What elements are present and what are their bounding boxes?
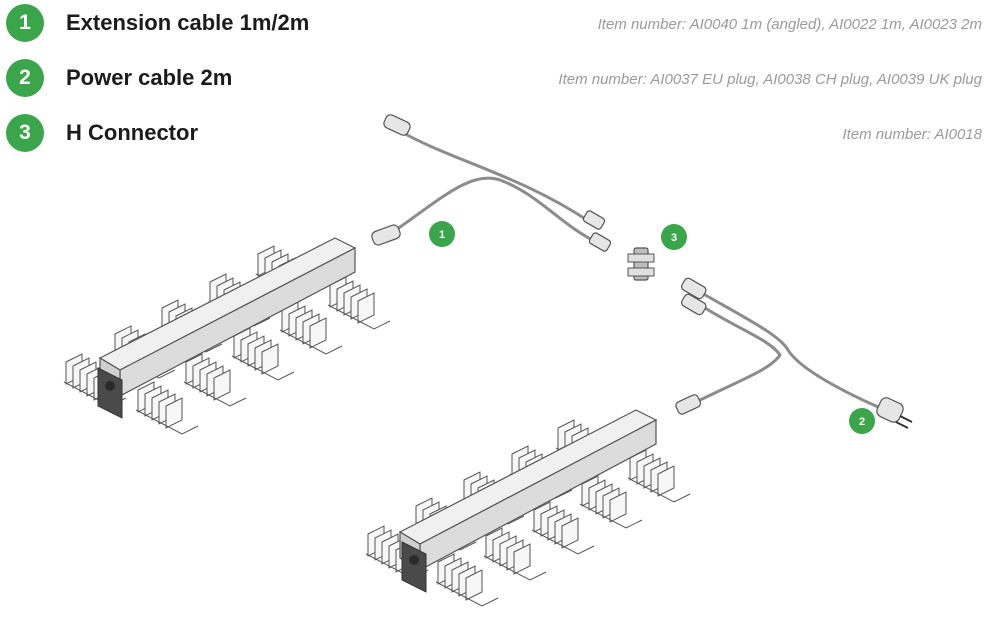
power-cable-end-left xyxy=(675,394,702,415)
light-bar-lower xyxy=(366,409,690,606)
callout-label: 2 xyxy=(859,416,865,428)
end-cap-lower xyxy=(401,541,427,593)
legend-badge: 1 xyxy=(6,4,44,42)
h-connector xyxy=(627,247,655,281)
legend-badge: 3 xyxy=(6,114,44,152)
callout-extension-cable: 1 xyxy=(429,221,455,247)
legend-title: H Connector xyxy=(66,120,198,145)
callout-label: 1 xyxy=(439,229,445,241)
legend-item-number: Item number: AI0018 xyxy=(842,126,982,143)
extension-cable-connectors xyxy=(582,210,612,252)
callout-power-cable: 2 xyxy=(849,408,875,434)
legend-title: Power cable 2m xyxy=(66,65,233,90)
power-cable-connectors xyxy=(680,277,707,316)
power-plug xyxy=(876,397,913,429)
legend-badge: 2 xyxy=(6,59,44,97)
end-cap-upper xyxy=(97,367,123,419)
extension-cable-end-left xyxy=(371,224,401,246)
legend-item-h-connector: 3 H Connector Item number: AI0018 xyxy=(6,114,982,154)
power-cable xyxy=(675,277,913,429)
legend-item-extension-cable: 1 Extension cable 1m/2m Item number: AI0… xyxy=(6,4,982,44)
legend-item-number: Item number: AI0040 1m (angled), AI0022 … xyxy=(597,16,982,33)
light-bar-upper xyxy=(64,237,390,434)
callout-h-connector: 3 xyxy=(661,224,687,250)
extension-cable-end-top xyxy=(383,114,411,136)
legend-item-power-cable: 2 Power cable 2m Item number: AI0037 EU … xyxy=(6,59,982,99)
extension-cable xyxy=(371,114,612,252)
callout-label: 3 xyxy=(671,232,677,244)
legend-title: Extension cable 1m/2m xyxy=(66,10,310,35)
legend-item-number: Item number: AI0037 EU plug, AI0038 CH p… xyxy=(558,71,982,88)
